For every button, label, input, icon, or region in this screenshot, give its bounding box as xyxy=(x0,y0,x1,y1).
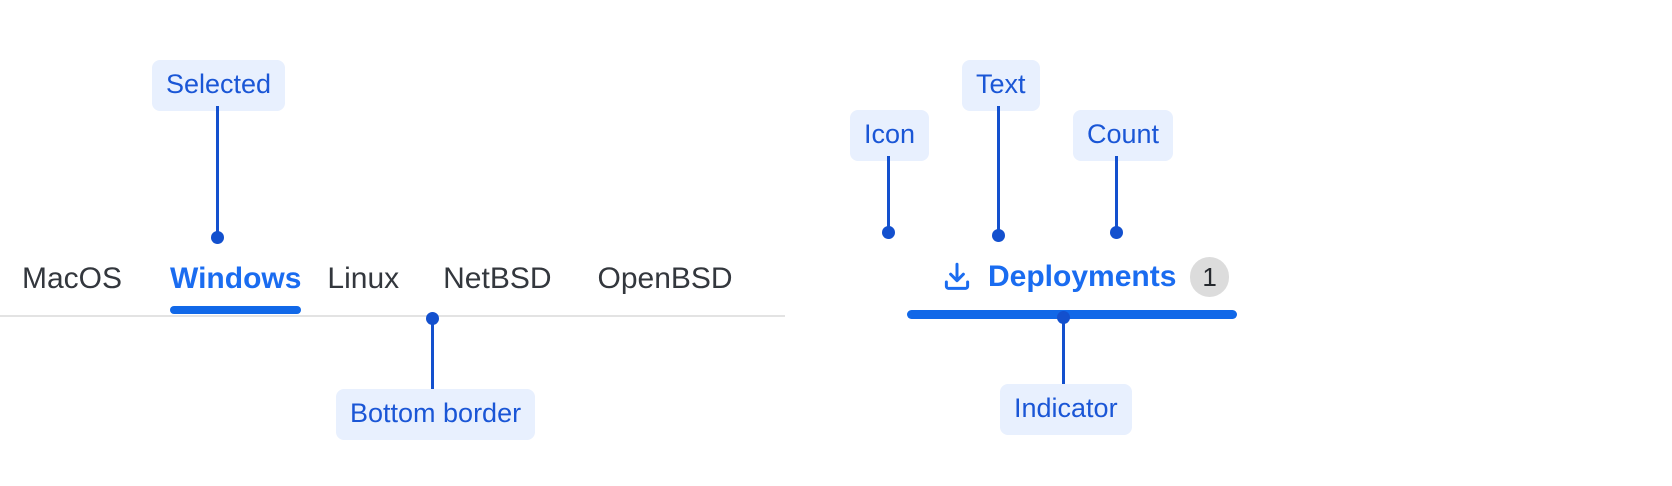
tab-windows[interactable]: Windows xyxy=(170,261,302,314)
annotation-leader-line-selected xyxy=(216,106,219,238)
deployments-tab[interactable]: Deployments 1 xyxy=(907,246,1243,319)
annotation-label-bottom-border: Bottom border xyxy=(336,389,536,440)
annotation-label-icon: Icon xyxy=(850,110,930,161)
annotation-dot-text xyxy=(992,229,1005,242)
tab-windows-label: Windows xyxy=(170,261,302,295)
annotation-label-indicator: Indicator xyxy=(1000,384,1132,435)
tab-openbsd-label: OpenBSD xyxy=(597,261,733,295)
annotation-dot-count xyxy=(1110,226,1123,239)
tab-linux-label: Linux xyxy=(327,261,400,295)
annotation-leader-line-text xyxy=(997,106,1000,234)
deployments-count-badge: 1 xyxy=(1190,257,1229,297)
deployments-tab-indicator xyxy=(907,310,1237,319)
tab-windows-active-underline xyxy=(170,305,302,314)
tab-macos[interactable]: MacOS xyxy=(22,261,123,298)
annotation-leader-line-indicator xyxy=(1062,317,1065,385)
annotation-leader-line-bottom-border xyxy=(431,318,434,390)
deployments-tab-content: Deployments 1 xyxy=(907,246,1229,308)
tablist: MacOS Windows Linux NetBSD OpenBSD xyxy=(0,246,785,317)
os-tabstrip: MacOS Windows Linux NetBSD OpenBSD xyxy=(0,246,785,318)
tab-openbsd[interactable]: OpenBSD xyxy=(597,261,733,298)
tab-linux[interactable]: Linux xyxy=(327,261,400,298)
tab-netbsd[interactable]: NetBSD xyxy=(443,261,552,298)
deployments-tab-label: Deployments xyxy=(988,260,1177,293)
annotation-leader-line-count xyxy=(1115,156,1118,234)
download-icon xyxy=(940,260,974,294)
annotation-label-selected: Selected xyxy=(152,60,286,111)
annotation-dot-selected xyxy=(211,231,224,244)
tab-macos-label: MacOS xyxy=(22,261,123,295)
tab-netbsd-label: NetBSD xyxy=(443,261,552,295)
annotation-leader-line-icon xyxy=(887,156,890,234)
annotation-label-text: Text xyxy=(962,60,1040,111)
annotation-dot-icon xyxy=(882,226,895,239)
annotation-label-count: Count xyxy=(1073,110,1174,161)
